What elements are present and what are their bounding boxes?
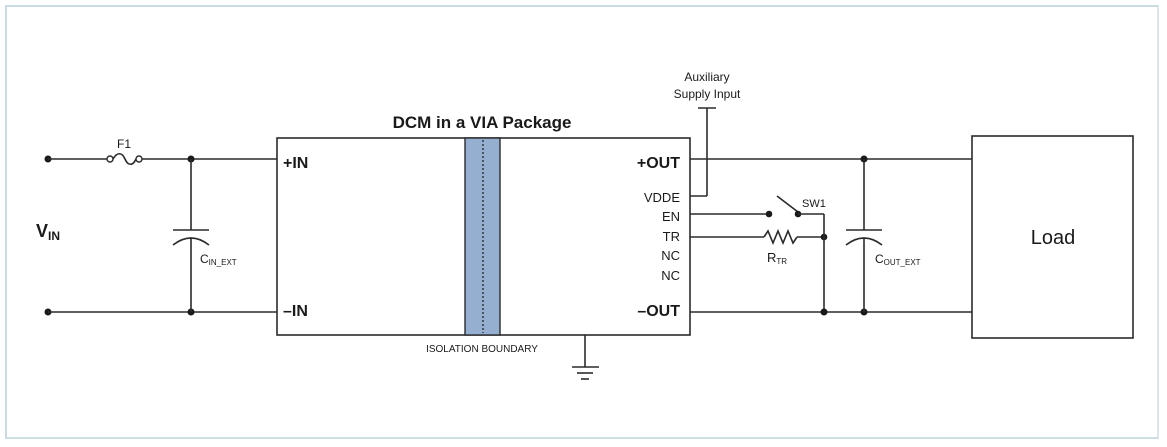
fuse-icon (106, 152, 143, 166)
pin-nc-2: NC (661, 268, 680, 283)
switch-contact (765, 210, 773, 218)
junction-dot (820, 308, 828, 316)
aux-label-line2: Supply Input (674, 87, 741, 101)
pin-minus-in: –IN (283, 303, 308, 320)
resistor-icon (763, 228, 798, 246)
rtr-label: RTR (767, 250, 787, 266)
module-title: DCM in a VIA Package (393, 113, 572, 132)
pin-en: EN (662, 209, 680, 224)
fuse-label: F1 (117, 137, 131, 151)
pin-vdde: VDDE (644, 190, 680, 205)
load-label: Load (1031, 227, 1076, 249)
switch-icon (776, 195, 799, 213)
pin-tr: TR (663, 229, 680, 244)
aux-label-line1: Auxiliary (684, 70, 729, 84)
load-box (971, 135, 1134, 339)
cin-label: CIN_EXT (200, 252, 237, 267)
isolation-boundary-label: ISOLATION BOUNDARY (426, 344, 538, 355)
pin-nc-1: NC (661, 248, 680, 263)
sw1-label: SW1 (802, 198, 826, 210)
vin-label: VIN (36, 221, 60, 243)
pin-plus-in: +IN (283, 155, 308, 172)
ground-icon (572, 335, 599, 380)
cout-label: COUT_EXT (875, 252, 921, 267)
pin-plus-out: +OUT (637, 155, 680, 172)
pin-minus-out: –OUT (637, 303, 680, 320)
